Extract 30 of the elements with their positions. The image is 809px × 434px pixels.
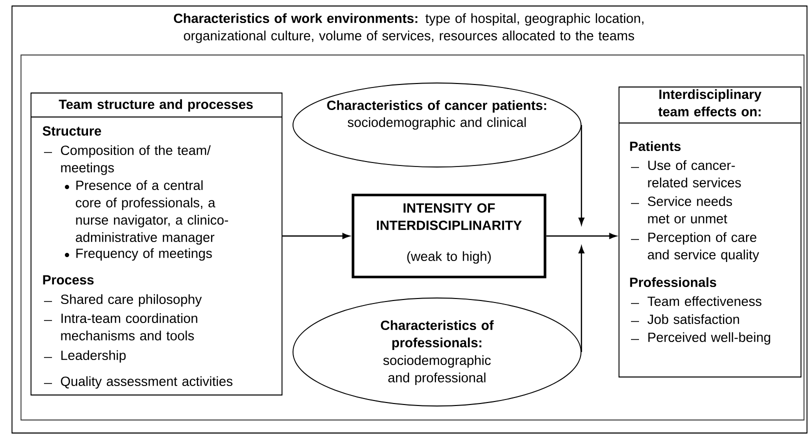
text: sociodemographic and professional [383,355,491,385]
list-item: Perceived well-being [648,332,770,345]
heading: Team structure and processes [58,99,253,112]
subheading: Professionals [630,277,716,288]
list-item: Shared care philosophy [60,294,202,307]
text: Characteristics of work environments: type of hospital, geographic location, organizational culture, volume of services, resources allocated to the teams [174,13,644,44]
list-item: Intra-team coordination mechanisms and tools [61,313,198,340]
list-item: Perception of care and service quality [648,232,760,262]
text: sociodemographic and clinical [348,117,526,130]
heading: INTENSITY OF INTERDISCIPLINARITY [376,203,522,230]
list-item: Composition of the team/ meetings [60,145,211,176]
list-item: Leadership [61,350,126,363]
list-item: Service needs met or unmet [648,196,732,224]
arrow [578,246,584,352]
arrow [282,233,350,239]
list-item: Job satisfaction [647,314,740,324]
list-item: Frequency of meetings [76,248,212,261]
list-item: Presence of a central core of professionals, a nurse navigator, a clinico-administrative manager [76,180,228,245]
heading: Characteristics of professionals: [380,320,494,350]
subheading: Patients [630,141,681,152]
arrow [578,125,584,225]
heading: Interdisciplinary team effects on: [658,89,762,116]
arrow [546,233,617,239]
list-item: Team effectiveness [648,296,762,306]
heading: Characteristics of cancer patients: [327,100,546,113]
text: (weak to high) [407,251,491,264]
subheading: Structure [42,126,102,136]
list-item: Use of cancer-related services [648,160,741,188]
list-item: Quality assessment activities [60,376,232,389]
subheading: Process [43,275,94,285]
